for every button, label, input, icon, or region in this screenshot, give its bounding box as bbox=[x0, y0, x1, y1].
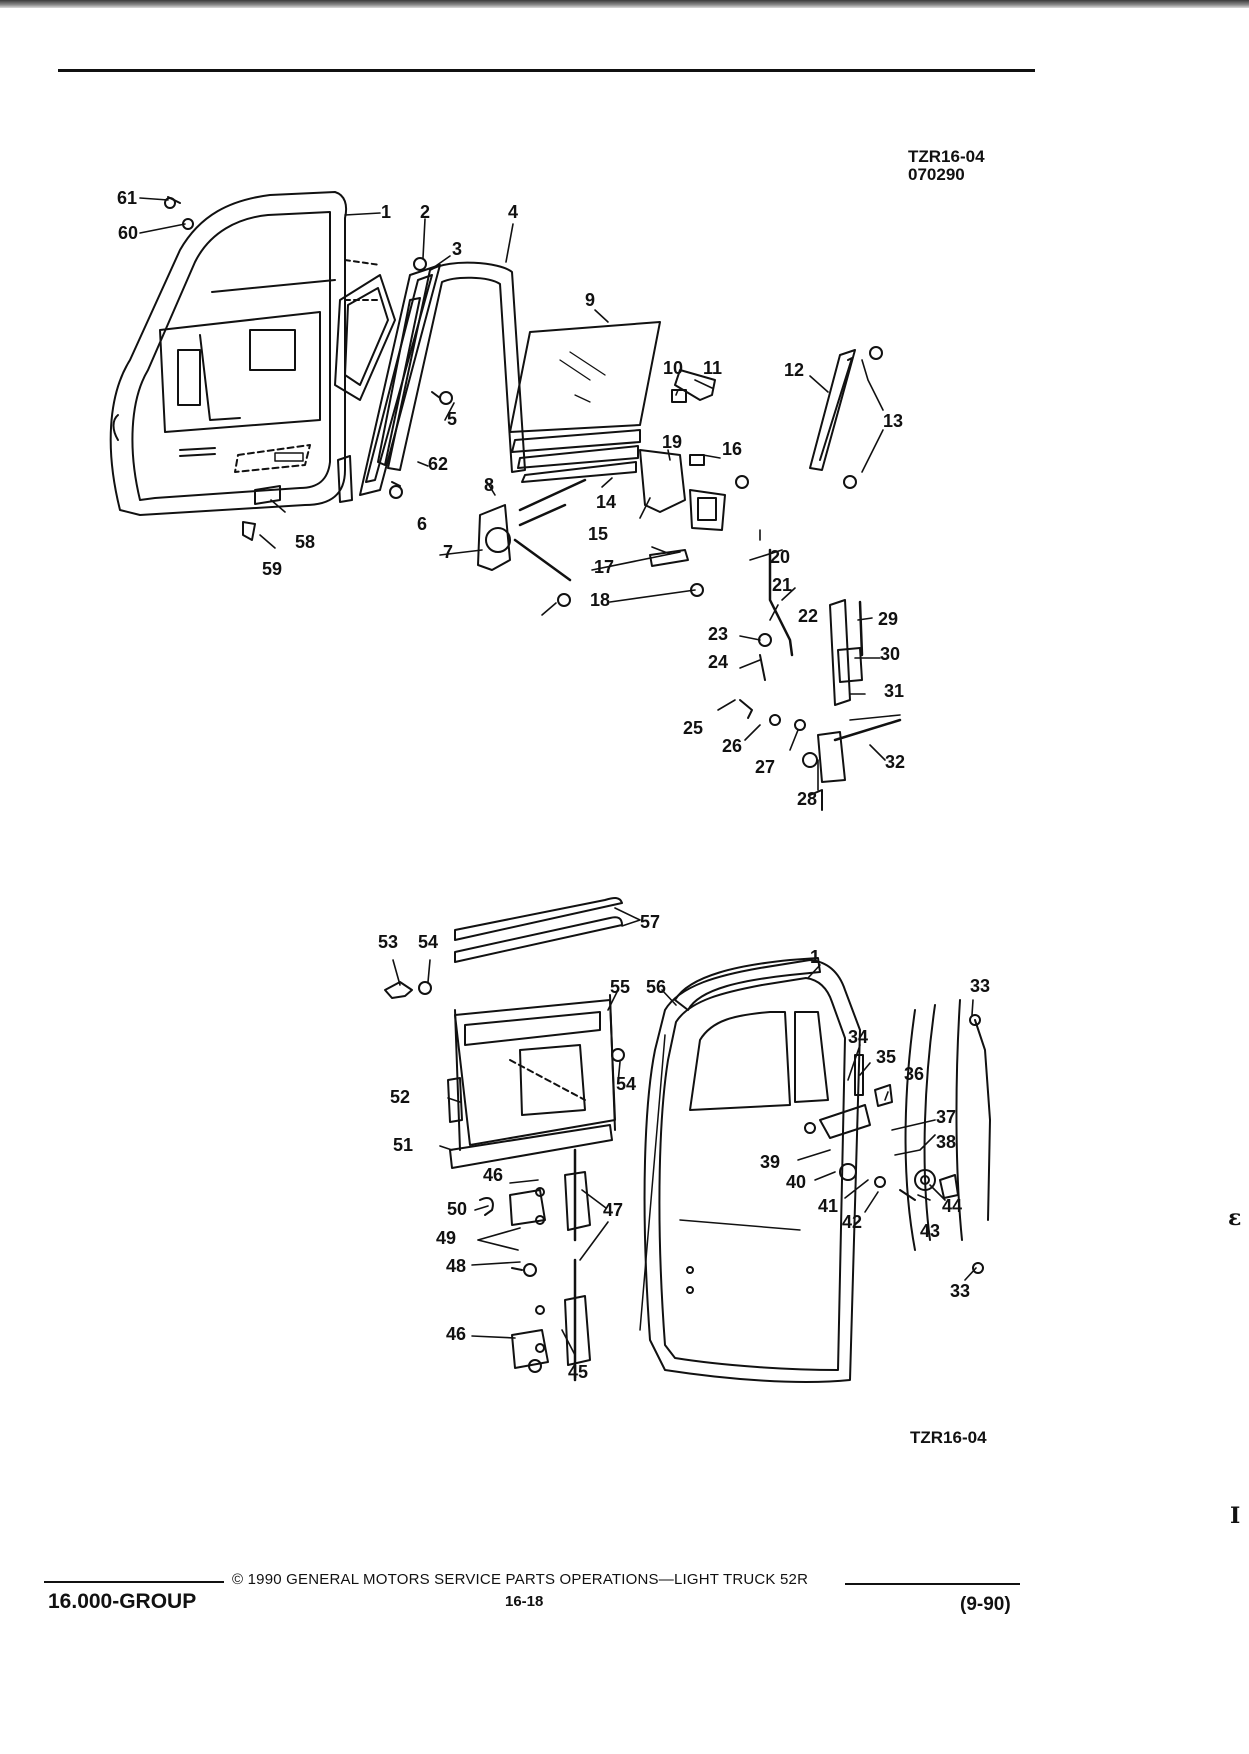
callout-59: 59 bbox=[262, 559, 282, 579]
callout-lower-40: 40 bbox=[786, 1172, 806, 1192]
callout-14: 14 bbox=[596, 492, 616, 512]
callout-lower-37: 37 bbox=[936, 1107, 956, 1127]
callout-21: 21 bbox=[772, 575, 792, 595]
callout-30: 30 bbox=[880, 644, 900, 664]
door-window-handle bbox=[384, 981, 413, 999]
callout-10: 10 bbox=[663, 358, 683, 378]
callout-12: 12 bbox=[784, 360, 804, 380]
figure-code-footer: TZR16-04 bbox=[910, 1428, 987, 1447]
callout-lower-54a: 54 bbox=[418, 932, 438, 952]
footer-rule-right bbox=[845, 1583, 1020, 1585]
edge-mark-1: ε bbox=[1228, 1205, 1242, 1231]
door-lock-assembly bbox=[639, 449, 726, 567]
callout-62: 62 bbox=[428, 454, 448, 474]
callout-32: 32 bbox=[885, 752, 905, 772]
group-label: 16.000-GROUP bbox=[48, 1590, 197, 1613]
callout-lower-50: 50 bbox=[447, 1199, 467, 1219]
callout-lower-46b: 46 bbox=[446, 1324, 466, 1344]
door-outer-shell bbox=[639, 959, 861, 1383]
callout-28: 28 bbox=[797, 789, 817, 809]
callout-lower-36: 36 bbox=[904, 1064, 924, 1084]
callout-lower-55: 55 bbox=[610, 977, 630, 997]
door-inner-panel bbox=[109, 191, 381, 516]
vent-window-assembly bbox=[334, 264, 441, 503]
callout-27: 27 bbox=[755, 757, 775, 777]
callout-lower-34: 34 bbox=[848, 1027, 868, 1047]
callout-1: 1 bbox=[381, 202, 391, 222]
date-code: 070290 bbox=[908, 165, 965, 184]
door-belt-moldings bbox=[454, 897, 623, 963]
callout-7: 7 bbox=[443, 542, 453, 562]
callout-lower-39: 39 bbox=[760, 1152, 780, 1172]
callout-31: 31 bbox=[884, 681, 904, 701]
callout-6: 6 bbox=[417, 514, 427, 534]
callout-13: 13 bbox=[883, 411, 903, 431]
callout-leaders bbox=[139, 197, 977, 1356]
lock-rods-and-latch bbox=[739, 548, 902, 811]
callout-17: 17 bbox=[594, 557, 614, 577]
callout-20: 20 bbox=[770, 547, 790, 567]
callout-29: 29 bbox=[878, 609, 898, 629]
door-trim-panel bbox=[418, 981, 625, 1169]
callout-lower-33a: 33 bbox=[970, 976, 990, 996]
callout-60: 60 bbox=[118, 223, 138, 243]
callout-9: 9 bbox=[585, 290, 595, 310]
callout-18: 18 bbox=[590, 590, 610, 610]
callout-lower-51: 51 bbox=[393, 1135, 413, 1155]
footer-rule-left bbox=[44, 1581, 224, 1583]
callout-8: 8 bbox=[484, 475, 494, 495]
callout-16: 16 bbox=[722, 439, 742, 459]
callout-24: 24 bbox=[708, 652, 728, 672]
callout-2: 2 bbox=[420, 202, 430, 222]
callout-lower-41: 41 bbox=[818, 1196, 838, 1216]
edge-mark-2: I bbox=[1230, 1503, 1241, 1529]
callout-15: 15 bbox=[588, 524, 608, 544]
callout-lower-35: 35 bbox=[876, 1047, 896, 1067]
callout-lower-1: 1 bbox=[810, 947, 820, 967]
callout-lower-42: 42 bbox=[842, 1212, 862, 1232]
callout-22: 22 bbox=[798, 606, 818, 626]
callout-lower-52: 52 bbox=[390, 1087, 410, 1107]
callout-lower-48: 48 bbox=[446, 1256, 466, 1276]
page-number: 16-18 bbox=[505, 1593, 544, 1610]
callout-3: 3 bbox=[452, 239, 462, 259]
copyright-line: © 1990 GENERAL MOTORS SERVICE PARTS OPER… bbox=[232, 1571, 809, 1588]
callout-lower-46a: 46 bbox=[483, 1165, 503, 1185]
door-hinges bbox=[479, 1148, 591, 1382]
callout-lower-44: 44 bbox=[942, 1196, 962, 1216]
callout-lower-54b: 54 bbox=[616, 1074, 636, 1094]
callout-lower-38: 38 bbox=[936, 1132, 956, 1152]
scan-edge-band bbox=[0, 0, 1249, 8]
window-guide-bracket bbox=[671, 369, 716, 403]
callout-lower-45: 45 bbox=[568, 1362, 588, 1382]
window-regulator bbox=[477, 478, 587, 582]
rear-run-channel bbox=[809, 346, 883, 489]
revision-date: (9-90) bbox=[960, 1594, 1011, 1615]
figure-code-header: TZR16-04 bbox=[908, 147, 985, 166]
upper-fasteners bbox=[164, 196, 749, 607]
door-glass bbox=[509, 321, 661, 483]
callout-58: 58 bbox=[295, 532, 315, 552]
callout-19: 19 bbox=[662, 432, 682, 452]
glass-run-channel bbox=[377, 261, 526, 473]
callout-4: 4 bbox=[508, 202, 518, 222]
callout-lower-56: 56 bbox=[646, 977, 666, 997]
callout-11: 11 bbox=[703, 358, 722, 378]
header-rule bbox=[58, 69, 1035, 72]
callout-lower-43: 43 bbox=[920, 1221, 940, 1241]
callout-5: 5 bbox=[447, 409, 457, 429]
callout-25: 25 bbox=[683, 718, 703, 738]
callout-23: 23 bbox=[708, 624, 728, 644]
callout-lower-49: 49 bbox=[436, 1228, 456, 1248]
callout-61: 61 bbox=[117, 188, 137, 208]
callout-lower-53: 53 bbox=[378, 932, 398, 952]
callout-lower-47: 47 bbox=[603, 1200, 623, 1220]
callout-lower-33b: 33 bbox=[950, 1281, 970, 1301]
callout-26: 26 bbox=[722, 736, 742, 756]
callout-lower-57: 57 bbox=[640, 912, 660, 932]
